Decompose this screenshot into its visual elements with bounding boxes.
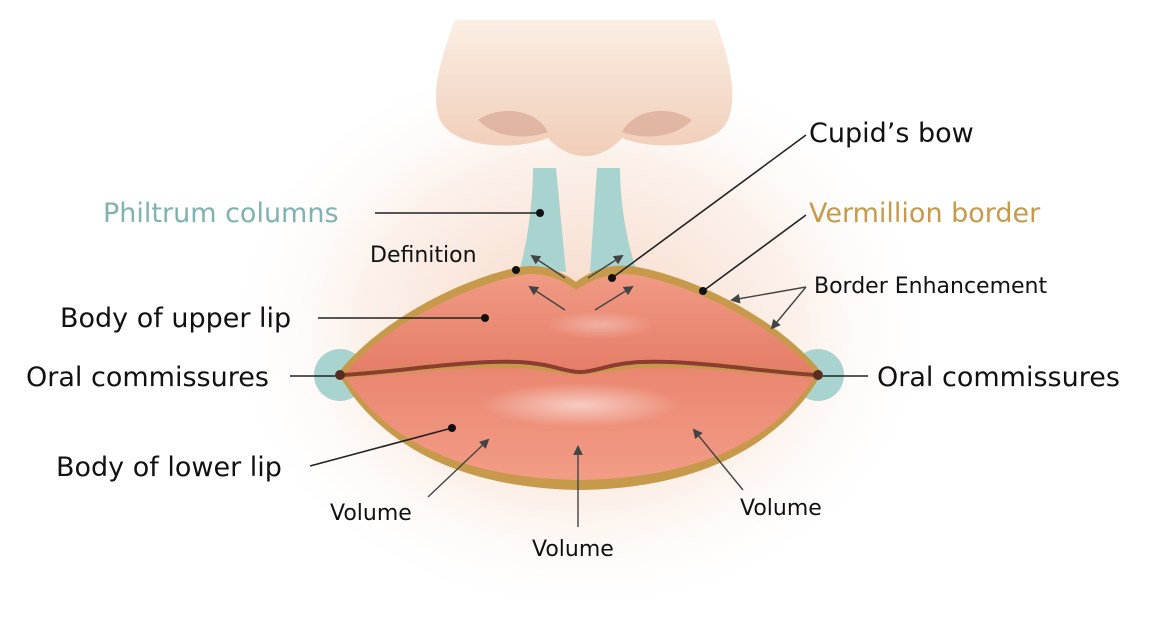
volume-arrow-left [427, 438, 490, 498]
volume-arrow-right [692, 428, 744, 491]
right-commissure-dot [813, 370, 823, 380]
left-commissure-dot [335, 370, 345, 380]
label-vermillion-border: Vermillion border [809, 198, 1041, 229]
label-volume-left: Volume [330, 501, 412, 526]
definition-arrow-4 [594, 285, 634, 311]
right-philtrum-column [590, 168, 636, 272]
cupids-bow-dot [608, 274, 616, 282]
vermillion-dot [699, 287, 707, 295]
left-nostril [478, 110, 548, 137]
label-definition: Definition [370, 243, 477, 268]
lower-lip-shine [480, 383, 680, 427]
upper-lip-dot [481, 314, 489, 322]
lower-lip-dot [448, 424, 456, 432]
label-cupids-bow: Cupid’s bow [809, 118, 974, 149]
label-volume-right: Volume [740, 496, 822, 521]
mouth-line [340, 359, 820, 377]
upper-lip-shine [545, 311, 655, 339]
definition-arrow-1 [530, 254, 566, 279]
label-border-enhancement: Border Enhancement [814, 274, 1048, 299]
philtrum-dot [536, 209, 544, 217]
definition-arrow-2 [587, 254, 624, 279]
label-body-lower-lip: Body of lower lip [56, 452, 282, 483]
right-nostril [622, 110, 692, 137]
lower-lip-leader [309, 427, 453, 467]
label-philtrum-columns: Philtrum columns [103, 198, 339, 229]
vermillion-leader [702, 214, 807, 292]
cupids-bow-leader [611, 134, 807, 279]
left-philtrum-column [520, 168, 566, 272]
label-body-upper-lip: Body of upper lip [60, 303, 291, 334]
definition-dot [512, 266, 520, 274]
border-enh-arrow-2 [770, 286, 807, 330]
nose [435, 20, 733, 156]
definition-arrow-3 [528, 285, 566, 311]
label-volume-center: Volume [532, 537, 614, 562]
label-oral-commissures-right: Oral commissures [877, 362, 1120, 393]
border-enh-arrow-1 [730, 286, 807, 304]
label-oral-commissures-left: Oral commissures [26, 362, 269, 393]
